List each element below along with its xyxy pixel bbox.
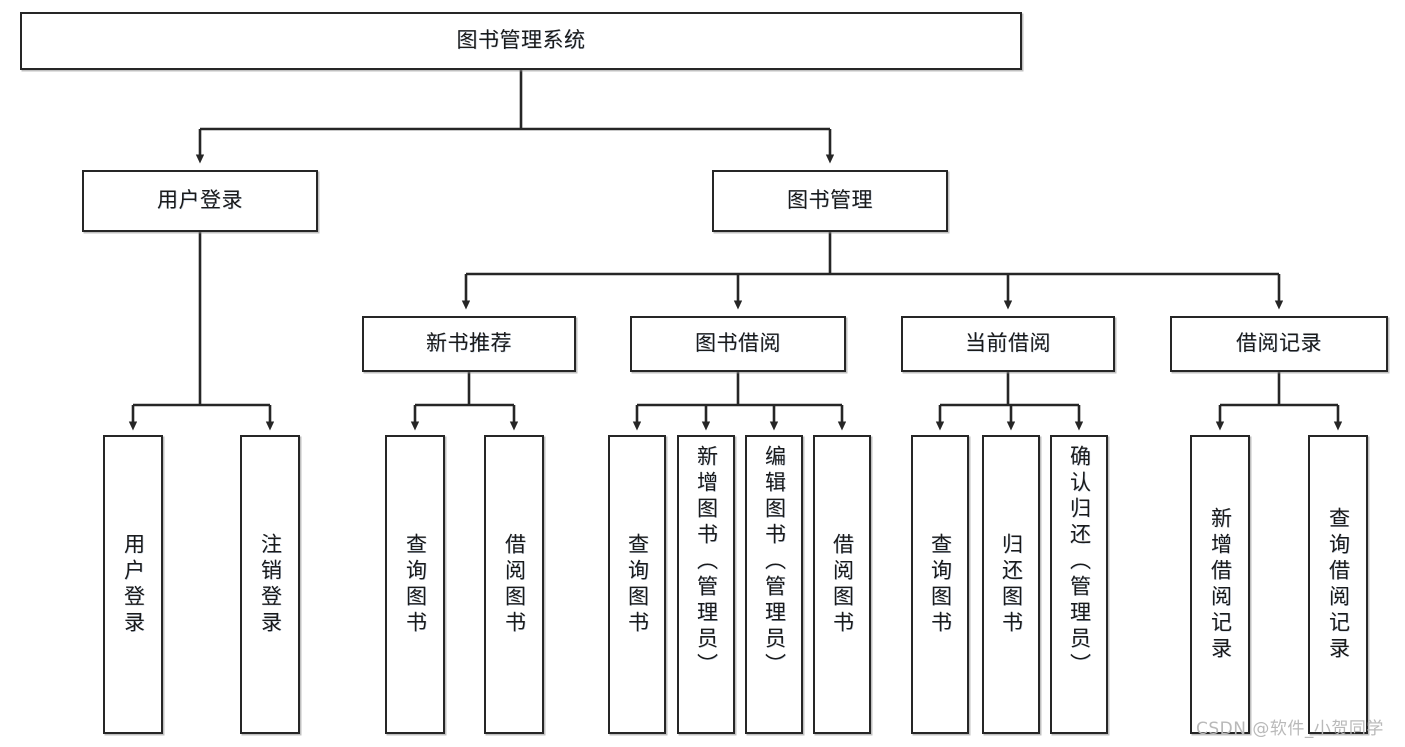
node-current-borrow[interactable]: 当前借阅 [901,316,1115,372]
node-leaf-user-login[interactable]: 用户登录 [103,435,163,734]
csdn-watermark: CSDN @软件_小贺同学 [1196,719,1384,739]
node-leaf-query-borrow-record[interactable]: 查询借阅记录 [1308,435,1368,734]
node-leaf-add-book-label: 新增图书（管理员） [694,445,719,679]
node-book-management-label: 图书管理 [787,188,873,213]
node-borrow-record[interactable]: 借阅记录 [1170,316,1388,372]
node-leaf-borrow-book-recommend[interactable]: 借阅图书 [484,435,544,734]
node-new-book-recommend[interactable]: 新书推荐 [362,316,576,372]
node-book-borrow[interactable]: 图书借阅 [630,316,846,372]
node-leaf-borrow-book-recommend-label: 借阅图书 [502,532,527,637]
node-root-label: 图书管理系统 [456,28,586,53]
node-borrow-record-label: 借阅记录 [1236,331,1322,356]
node-leaf-query-book-borrow[interactable]: 查询图书 [608,435,666,734]
node-book-management[interactable]: 图书管理 [712,170,948,232]
node-leaf-confirm-return[interactable]: 确认归还（管理员） [1050,435,1108,734]
node-leaf-return-book-label: 归还图书 [999,532,1024,637]
node-leaf-user-login-label: 用户登录 [121,532,146,637]
node-leaf-query-book-recommend[interactable]: 查询图书 [385,435,445,734]
node-leaf-add-borrow-record-label: 新增借阅记录 [1208,506,1233,663]
node-book-borrow-label: 图书借阅 [695,331,781,356]
node-leaf-edit-book-label: 编辑图书（管理员） [762,445,787,679]
node-user-login[interactable]: 用户登录 [82,170,318,232]
node-leaf-query-book-borrow-label: 查询图书 [625,532,650,637]
node-leaf-logout[interactable]: 注销登录 [240,435,300,734]
node-current-borrow-label: 当前借阅 [965,331,1051,356]
node-leaf-query-book-current[interactable]: 查询图书 [911,435,969,734]
node-root[interactable]: 图书管理系统 [20,12,1022,70]
node-leaf-confirm-return-label: 确认归还（管理员） [1067,445,1092,679]
node-leaf-borrow-book-label: 借阅图书 [830,532,855,637]
node-leaf-borrow-book[interactable]: 借阅图书 [813,435,871,734]
node-leaf-add-book[interactable]: 新增图书（管理员） [677,435,735,734]
node-user-login-label: 用户登录 [157,188,243,213]
node-leaf-query-book-recommend-label: 查询图书 [403,532,428,637]
node-new-book-recommend-label: 新书推荐 [426,331,512,356]
node-leaf-edit-book[interactable]: 编辑图书（管理员） [745,435,803,734]
node-leaf-logout-label: 注销登录 [258,532,283,637]
node-leaf-query-book-current-label: 查询图书 [928,532,953,637]
node-leaf-query-borrow-record-label: 查询借阅记录 [1326,506,1351,663]
node-leaf-return-book[interactable]: 归还图书 [982,435,1040,734]
node-leaf-add-borrow-record[interactable]: 新增借阅记录 [1190,435,1250,734]
